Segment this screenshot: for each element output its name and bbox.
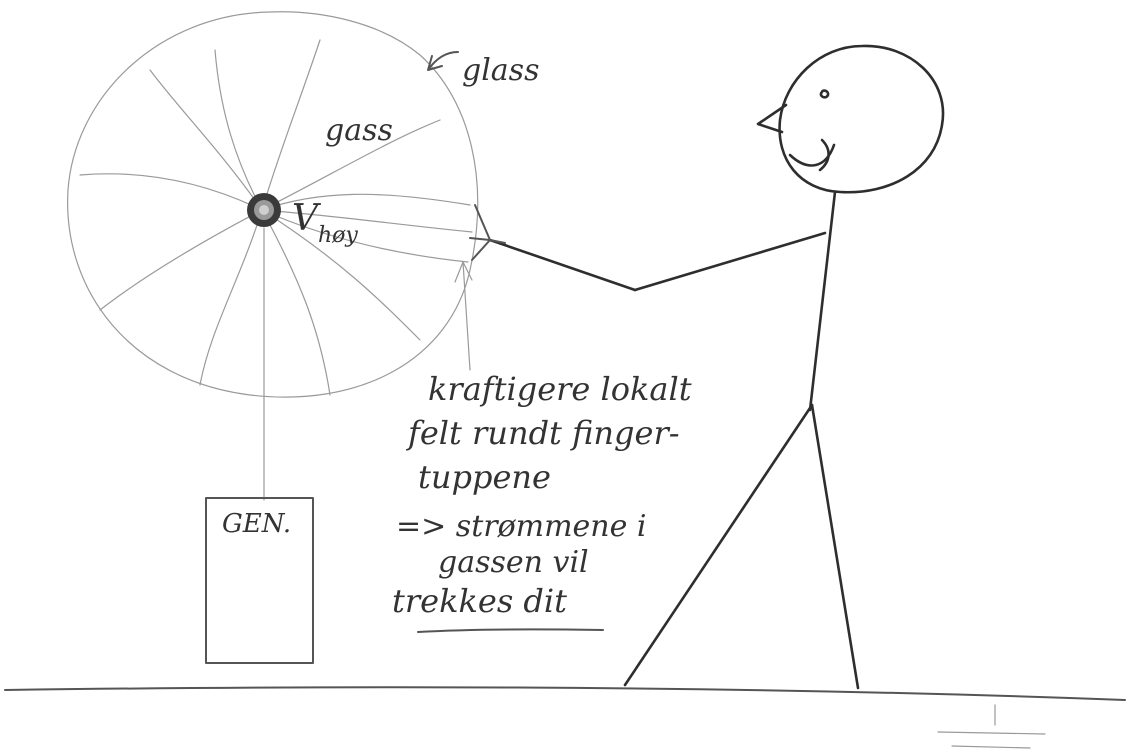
note-line-1: kraftigere lokalt xyxy=(428,370,692,408)
electrode xyxy=(247,193,281,227)
head xyxy=(780,46,943,192)
glass-label: glass xyxy=(462,53,539,88)
nose xyxy=(758,105,786,132)
conclusion-line-1: => strømmene i xyxy=(396,509,647,544)
conclusion-line-3: trekkes dit xyxy=(392,582,567,620)
note-line-3: tuppene xyxy=(418,458,551,496)
gas-label: gass xyxy=(325,113,393,148)
fingers xyxy=(470,205,505,260)
conclusion-line-2: gassen vil xyxy=(438,545,589,580)
body xyxy=(810,192,835,410)
floor-line xyxy=(5,687,1125,700)
eye xyxy=(821,91,828,98)
generator-label: GEN. xyxy=(222,509,291,539)
upper-arm xyxy=(635,233,825,290)
cheek xyxy=(820,140,829,170)
ground-symbol-icon xyxy=(938,705,1045,748)
forearm xyxy=(490,240,635,290)
pointer-arrow xyxy=(455,262,472,370)
right-leg xyxy=(812,405,858,688)
conclusion-underline xyxy=(418,629,603,632)
electrode-label: Vhøy xyxy=(292,198,358,248)
note-line-2: felt rundt finger- xyxy=(406,414,680,452)
electrode-label-sub: høy xyxy=(318,223,358,248)
